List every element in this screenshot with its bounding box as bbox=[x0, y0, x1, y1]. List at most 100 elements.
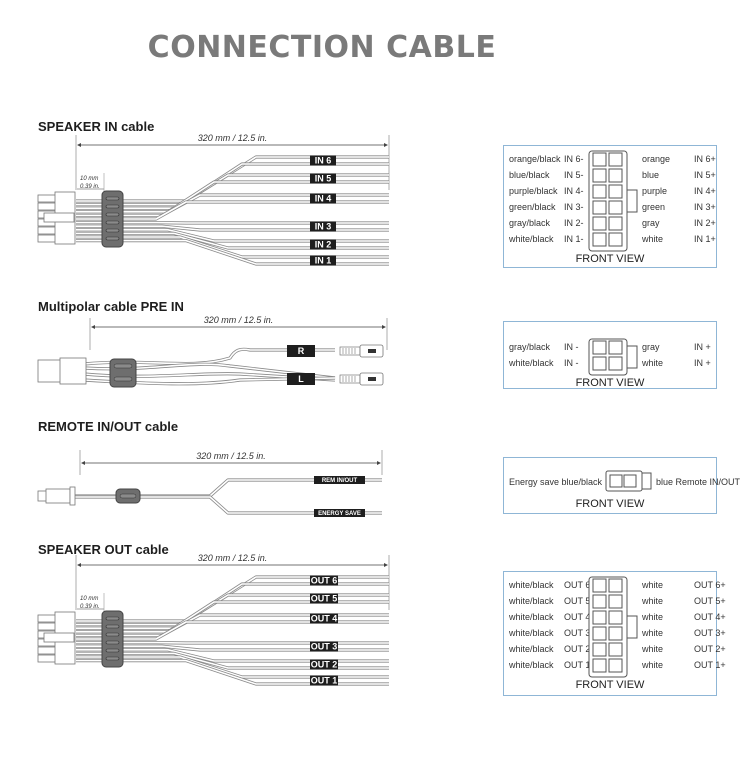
connector-front-icon bbox=[588, 150, 638, 252]
pre-in-neg-pin: IN - bbox=[564, 342, 579, 352]
speaker-out-pos-pin: OUT 5+ bbox=[694, 596, 726, 606]
pre-in-pos-color: gray bbox=[642, 342, 660, 352]
connector-front-icon bbox=[588, 576, 638, 678]
remote-label-energy-save: ENERGY SAVE bbox=[314, 509, 365, 517]
front-view-caption: FRONT VIEW bbox=[575, 498, 645, 510]
wire-label-text: OUT 6 bbox=[311, 576, 338, 586]
rca-plug-r bbox=[339, 344, 384, 358]
wire-label-out-2: OUT 2 bbox=[310, 659, 338, 670]
pre-in-pinout-box: gray/black IN - gray IN + white/black IN - whi… bbox=[503, 321, 717, 389]
speaker-out-pos-pin: OUT 1+ bbox=[694, 660, 726, 670]
wire-label-in-5: IN 5 bbox=[310, 173, 336, 184]
remote-ferrite-core bbox=[115, 488, 141, 504]
speaker-out-pos-color: white bbox=[642, 660, 664, 670]
pre-in-label-r: R bbox=[287, 345, 315, 357]
speaker-in-neg-pin: IN 3- bbox=[564, 202, 584, 212]
wire-label-text: OUT 1 bbox=[311, 676, 338, 686]
pre-in-neg-pin: IN - bbox=[564, 358, 579, 368]
speaker-out-neg-pin: OUT 4- bbox=[564, 612, 594, 622]
speaker-out-connector bbox=[37, 611, 76, 665]
speaker-in-pos-color: purple bbox=[642, 186, 668, 196]
speaker-out-pos-pin: OUT 3+ bbox=[694, 628, 726, 638]
wire-label-text: OUT 4 bbox=[311, 614, 338, 624]
remote-left-label: Energy save blue/black bbox=[509, 477, 603, 487]
speaker-in-pos-pin: IN 3+ bbox=[694, 202, 716, 212]
speaker-in-pos-color: white bbox=[642, 234, 664, 244]
remote-wires bbox=[75, 478, 382, 515]
wire-label-text: IN 4 bbox=[315, 194, 332, 204]
wire-label-text: IN 6 bbox=[315, 156, 332, 166]
speaker-in-neg-pin: IN 6- bbox=[564, 154, 584, 164]
pre-in-pos-pin: IN + bbox=[694, 358, 711, 368]
remote-length-dimension: 320 mm / 12.5 in. bbox=[79, 450, 383, 475]
wire-label-out-5: OUT 5 bbox=[310, 593, 338, 604]
speaker-out-pos-pin: OUT 2+ bbox=[694, 644, 726, 654]
pre-in-neg-color: gray/black bbox=[509, 342, 551, 352]
wire-label-text: IN 3 bbox=[315, 222, 332, 232]
speaker-out-neg-pin: OUT 6- bbox=[564, 580, 594, 590]
wire-label-in-6: IN 6 bbox=[310, 155, 336, 166]
page-title: CONNECTION CABLE bbox=[147, 30, 497, 65]
speaker-in-neg-color: purple/black bbox=[509, 186, 558, 196]
remote-label-rem-in-out: REM IN/OUT bbox=[314, 476, 365, 484]
remote-title: REMOTE IN/OUT cable bbox=[38, 419, 179, 434]
wire-label-out-3: OUT 3 bbox=[310, 641, 338, 652]
speaker-in-neg-color: white/black bbox=[509, 234, 554, 244]
speaker-out-pos-pin: OUT 6+ bbox=[694, 580, 726, 590]
rca-plug-l bbox=[339, 372, 384, 386]
wire-label-text: IN 5 bbox=[315, 174, 332, 184]
speaker-in-neg-color: orange/black bbox=[509, 154, 561, 164]
speaker-out-pos-pin: OUT 4+ bbox=[694, 612, 726, 622]
speaker-in-pos-color: orange bbox=[642, 154, 671, 164]
speaker-in-pos-pin: IN 6+ bbox=[694, 154, 716, 164]
speaker-out-pos-color: white bbox=[642, 596, 664, 606]
remote-pinout-box: Energy save blue/black blue Remote IN/OU… bbox=[503, 457, 740, 514]
wire-label-text: OUT 5 bbox=[311, 594, 338, 604]
pre-in-label-text: R bbox=[298, 346, 305, 356]
strip-in-text: 0.39 in. bbox=[80, 604, 100, 610]
speaker-out-neg-color: white/black bbox=[509, 660, 554, 670]
wire-label-text: IN 2 bbox=[315, 240, 332, 250]
connector-front-icon bbox=[588, 338, 638, 376]
front-view-caption: FRONT VIEW bbox=[575, 253, 645, 265]
speaker-out-neg-pin: OUT 3- bbox=[564, 628, 594, 638]
front-view-caption: FRONT VIEW bbox=[575, 679, 645, 691]
length-dimension-text: 320 mm / 12.5 in. bbox=[198, 133, 268, 143]
wire-label-in-2: IN 2 bbox=[310, 239, 336, 250]
wire-label-out-4: OUT 4 bbox=[310, 613, 338, 624]
length-dimension-text: 320 mm / 12.5 in. bbox=[204, 315, 274, 325]
length-dimension-text: 320 mm / 12.5 in. bbox=[198, 553, 268, 563]
speaker-out-neg-color: white/black bbox=[509, 580, 554, 590]
pre-in-label-l: L bbox=[287, 373, 315, 385]
speaker-in-neg-pin: IN 5- bbox=[564, 170, 584, 180]
speaker-in-neg-color: gray/black bbox=[509, 218, 551, 228]
wire-label-text: OUT 3 bbox=[311, 642, 338, 652]
speaker-out-ferrite-core bbox=[101, 610, 124, 668]
pre-in-pos-color: white bbox=[642, 358, 664, 368]
strip-mm-text: 10 mm bbox=[80, 176, 98, 182]
speaker-out-pos-color: white bbox=[642, 580, 664, 590]
wire-label-out-6: OUT 6 bbox=[310, 575, 338, 586]
speaker-out-strip-dimension: 10 mm0.39 in. bbox=[77, 593, 105, 613]
pre-in-length-dimension: 320 mm / 12.5 in. bbox=[89, 315, 388, 350]
speaker-in-connector bbox=[37, 191, 76, 245]
pre-in-ferrite-core bbox=[109, 358, 137, 388]
speaker-in-neg-pin: IN 2- bbox=[564, 218, 584, 228]
remote-connector-icon bbox=[605, 470, 652, 492]
speaker-out-neg-color: white/black bbox=[509, 644, 554, 654]
pre-in-title: Multipolar cable PRE IN bbox=[38, 299, 184, 314]
pre-in-neg-color: white/black bbox=[509, 358, 554, 368]
speaker-out-neg-pin: OUT 2- bbox=[564, 644, 594, 654]
speaker-out-neg-color: white/black bbox=[509, 628, 554, 638]
pre-in-connector bbox=[37, 357, 87, 385]
speaker-out-title: SPEAKER OUT cable bbox=[38, 542, 169, 557]
speaker-in-pos-pin: IN 4+ bbox=[694, 186, 716, 196]
speaker-out-neg-pin: OUT 1- bbox=[564, 660, 594, 670]
wire-label-in-3: IN 3 bbox=[310, 221, 336, 232]
speaker-in-pos-pin: IN 5+ bbox=[694, 170, 716, 180]
speaker-out-neg-pin: OUT 5- bbox=[564, 596, 594, 606]
speaker-out-pos-color: white bbox=[642, 612, 664, 622]
speaker-in-pos-pin: IN 2+ bbox=[694, 218, 716, 228]
